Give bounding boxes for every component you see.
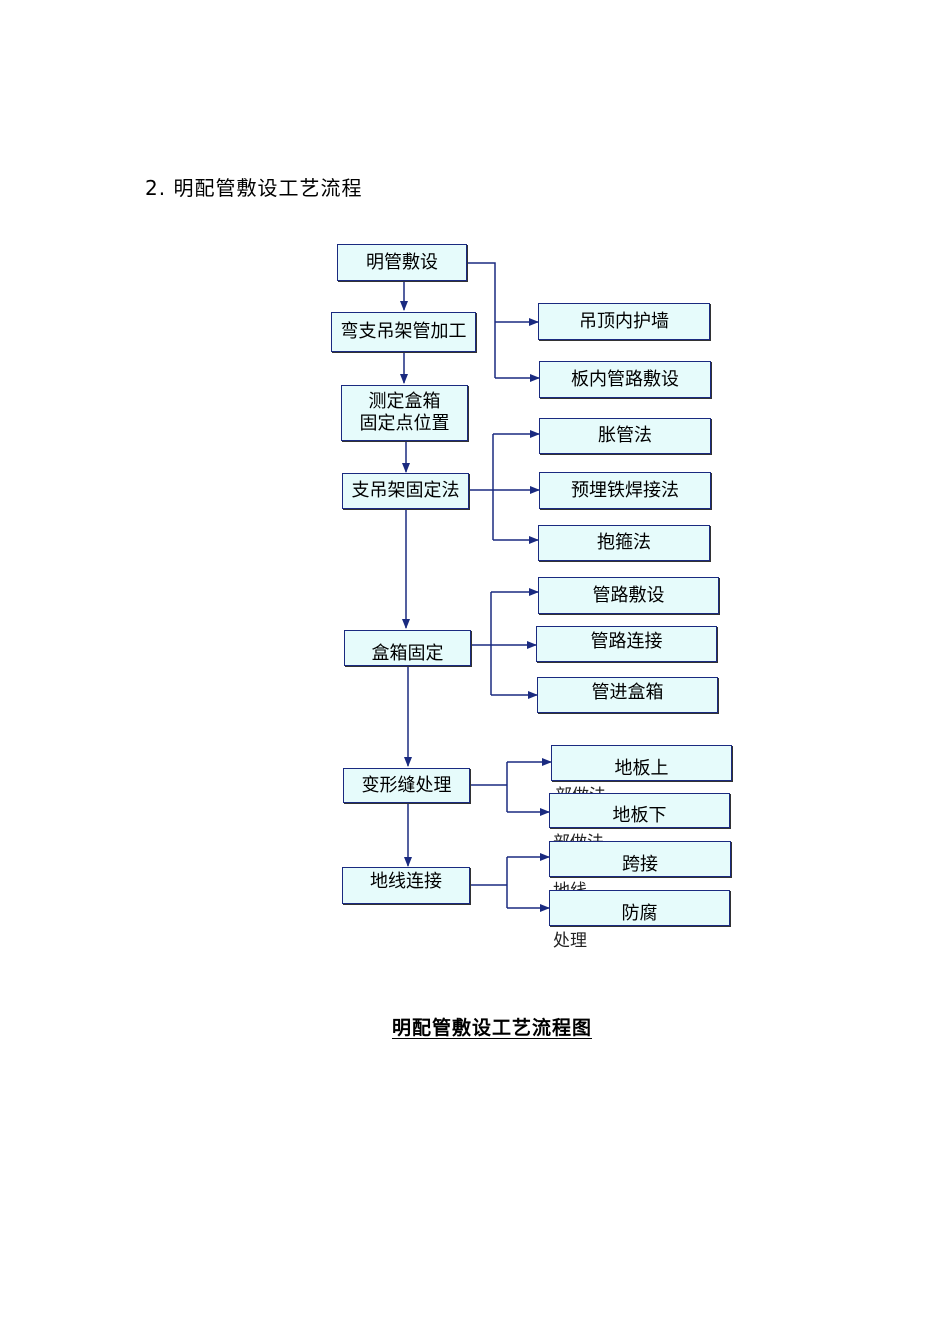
step-measure-box-position: 测定盒箱 固定点位置 — [341, 385, 468, 441]
branch-embedded-iron-weld: 预埋铁焊接法 — [539, 472, 711, 509]
branch-route-laying: 管路敷设 — [538, 577, 719, 614]
branch-ceiling-wall: 吊顶内护墙 — [538, 303, 710, 340]
branch-hoop-clamp: 抱箍法 — [538, 525, 710, 561]
figure-caption-text: 明配管敷设工艺流程图 — [391, 1017, 592, 1039]
step-expansion-joint: 变形缝处理 — [343, 768, 470, 803]
step-bracket-fixing: 支吊架固定法 — [342, 473, 469, 509]
branch-in-slab: 板内管路敷设 — [539, 361, 711, 398]
branch-expansion-bolt: 胀管法 — [539, 418, 711, 454]
branch-pipe-into-box: 管进盒箱 — [537, 677, 718, 713]
branch-anticorrosion: 防腐 — [549, 890, 730, 926]
section-heading: 2. 明配管敷设工艺流程 — [145, 176, 363, 200]
branch-above-floor: 地板上 — [551, 745, 732, 781]
step-measure-line1: 测定盒箱 — [368, 391, 441, 412]
step-pipe-laying: 明管敷设 — [337, 244, 467, 281]
figure-caption: 明配管敷设工艺流程图 — [0, 1013, 950, 1040]
step-bracket-processing: 弯支吊架管加工 — [331, 312, 476, 352]
step-box-fixing: 盒箱固定 — [344, 630, 471, 666]
branch-route-connect: 管路连接 — [536, 626, 717, 662]
branch-bus-1 — [467, 262, 496, 378]
branch-anticorrosion-overflow: 处理 — [553, 931, 587, 951]
step-measure-line2: 固定点位置 — [359, 413, 450, 434]
branch-jumper: 跨接 — [549, 841, 731, 877]
step-ground-wire: 地线连接 — [342, 867, 470, 904]
branch-below-floor: 地板下 — [549, 793, 730, 828]
